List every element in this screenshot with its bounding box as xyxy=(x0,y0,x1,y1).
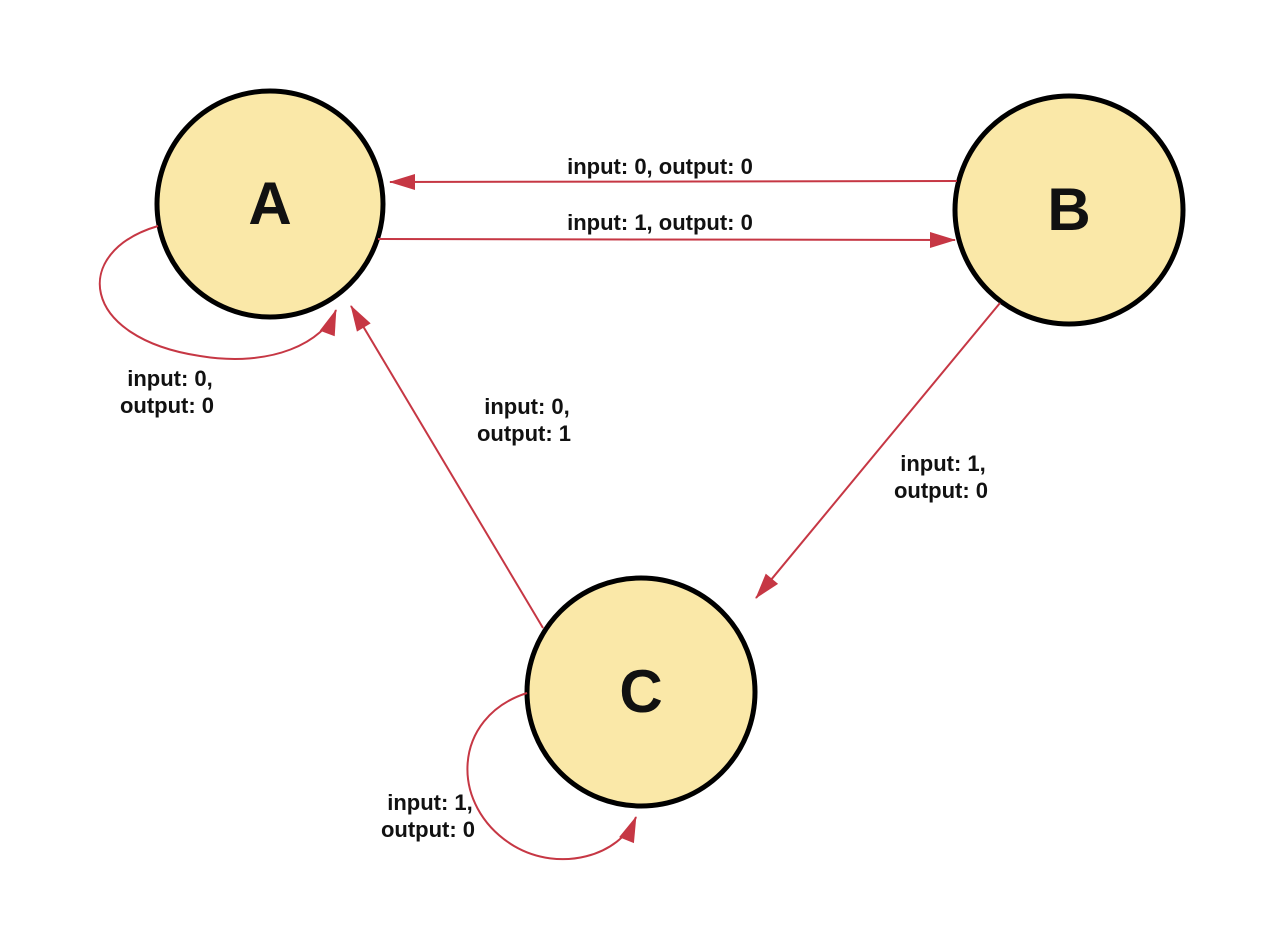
edge-c-to-a-label-line2: output: 1 xyxy=(477,421,571,446)
transition-b-to-c: input: 1, output: 0 xyxy=(755,302,1001,599)
edge-b-to-a-line xyxy=(389,173,958,190)
edge-a-loop-line xyxy=(98,225,337,360)
state-node-c: C xyxy=(524,575,758,809)
state-node-b: B xyxy=(952,93,1186,327)
edge-a-to-b-line xyxy=(377,231,956,248)
edge-a-loop-label-line2: output: 0 xyxy=(120,393,214,418)
transition-a-to-b: input: 1, output: 0 xyxy=(377,210,956,248)
edge-c-to-a-label-line1: input: 0, xyxy=(484,394,570,419)
transition-b-to-a: input: 0, output: 0 xyxy=(389,154,958,190)
edge-c-loop-line xyxy=(466,692,637,861)
state-c-label: C xyxy=(619,658,662,725)
state-node-a: A xyxy=(154,88,386,320)
state-a-circle xyxy=(154,88,386,320)
edge-c-to-a-line xyxy=(350,305,544,629)
edge-a-to-b-label: input: 1, output: 0 xyxy=(567,210,753,235)
edge-b-to-a-label: input: 0, output: 0 xyxy=(567,154,753,179)
transition-a-self-loop: input: 0, output: 0 xyxy=(98,225,337,418)
edge-b-to-c-line xyxy=(755,302,1001,599)
edge-b-to-c-label-line1: input: 1, xyxy=(900,451,986,476)
edge-c-loop-label-line2: output: 0 xyxy=(381,817,475,842)
transition-c-self-loop: input: 1, output: 0 xyxy=(381,692,637,861)
transition-c-to-a: input: 0, output: 1 xyxy=(350,305,571,629)
state-b-circle xyxy=(952,93,1186,327)
state-b-label: B xyxy=(1047,176,1090,243)
edge-a-loop-label-line1: input: 0, xyxy=(127,366,213,391)
state-a-label: A xyxy=(248,170,291,237)
edge-b-to-c-label-line2: output: 0 xyxy=(894,478,988,503)
edge-c-loop-label-line1: input: 1, xyxy=(387,790,473,815)
state-c-circle xyxy=(524,575,758,809)
